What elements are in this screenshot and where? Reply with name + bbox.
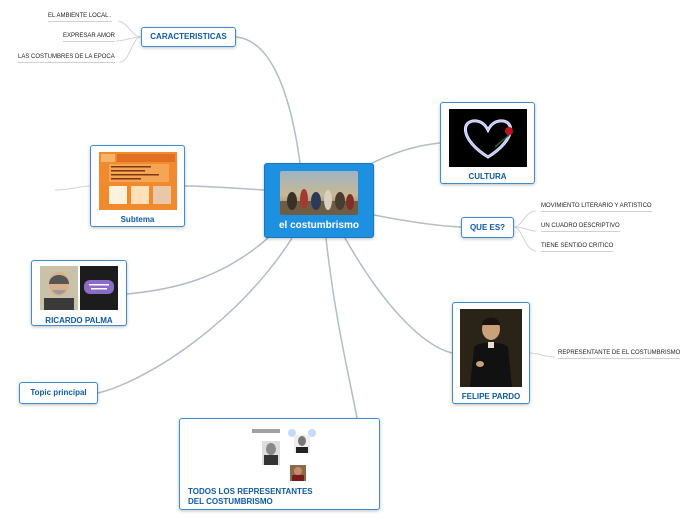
topic-principal-node[interactable]: Topic principal <box>19 382 98 404</box>
ricardo-palma-title-image <box>80 266 118 310</box>
topic-principal-label: Topic principal <box>30 388 87 397</box>
central-topic-label: el costumbrismo <box>278 219 360 231</box>
felipe-pardo-node[interactable]: FELIPE PARDO <box>452 302 530 404</box>
subtema-node[interactable]: Subtema <box>90 145 185 227</box>
que-es-item-cuadro[interactable]: UN CUADRO DESCRIPTIVO <box>541 223 620 232</box>
caracteristicas-item-costumbres[interactable]: LAS COSTUMBRES DE LA EPOCA <box>18 54 115 63</box>
cultura-label: CULTURA <box>468 172 507 181</box>
ricardo-palma-node[interactable]: RICARDO PALMA <box>31 260 127 326</box>
costumbrismo-painting-image <box>280 170 358 215</box>
felipe-pardo-portrait-image <box>460 309 522 387</box>
caracteristicas-label: CARACTERISTICAS <box>150 32 227 41</box>
felipe-pardo-item-representante[interactable]: REPRESENTANTE DE EL COSTUMBRISMO <box>558 350 681 359</box>
ricardo-palma-images <box>40 266 118 310</box>
ricardo-palma-portrait-image <box>40 266 78 310</box>
subtema-slide-image <box>98 152 177 210</box>
que-es-node[interactable]: QUE ES? <box>461 217 514 238</box>
que-es-label: QUE ES? <box>469 222 506 232</box>
subtema-label: Subtema <box>120 215 155 224</box>
todos-representantes-node[interactable]: TODOS LOS REPRESENTANTES DEL COSTUMBRISM… <box>179 418 380 510</box>
ricardo-palma-label: RICARDO PALMA <box>45 316 113 325</box>
que-es-item-movimiento[interactable]: MOVIMIENTO LITERARIO Y ARTISTICO <box>541 203 652 212</box>
cultura-node[interactable]: CULTURA <box>440 102 535 184</box>
central-topic-node[interactable]: el costumbrismo <box>264 163 374 238</box>
heart-image <box>448 109 527 167</box>
que-es-item-critico[interactable]: TIENE SENTIDO CRITICO <box>541 243 614 252</box>
caracteristicas-item-amor[interactable]: EXPRESAR AMOR <box>63 33 116 42</box>
caracteristicas-node[interactable]: CARACTERISTICAS <box>141 27 236 47</box>
felipe-pardo-label: FELIPE PARDO <box>461 392 521 401</box>
representantes-collage-image <box>240 427 320 481</box>
todos-representantes-label: TODOS LOS REPRESENTANTES DEL COSTUMBRISM… <box>188 487 313 506</box>
caracteristicas-item-ambiente[interactable]: EL AMBIENTE LOCAL . <box>48 13 112 22</box>
